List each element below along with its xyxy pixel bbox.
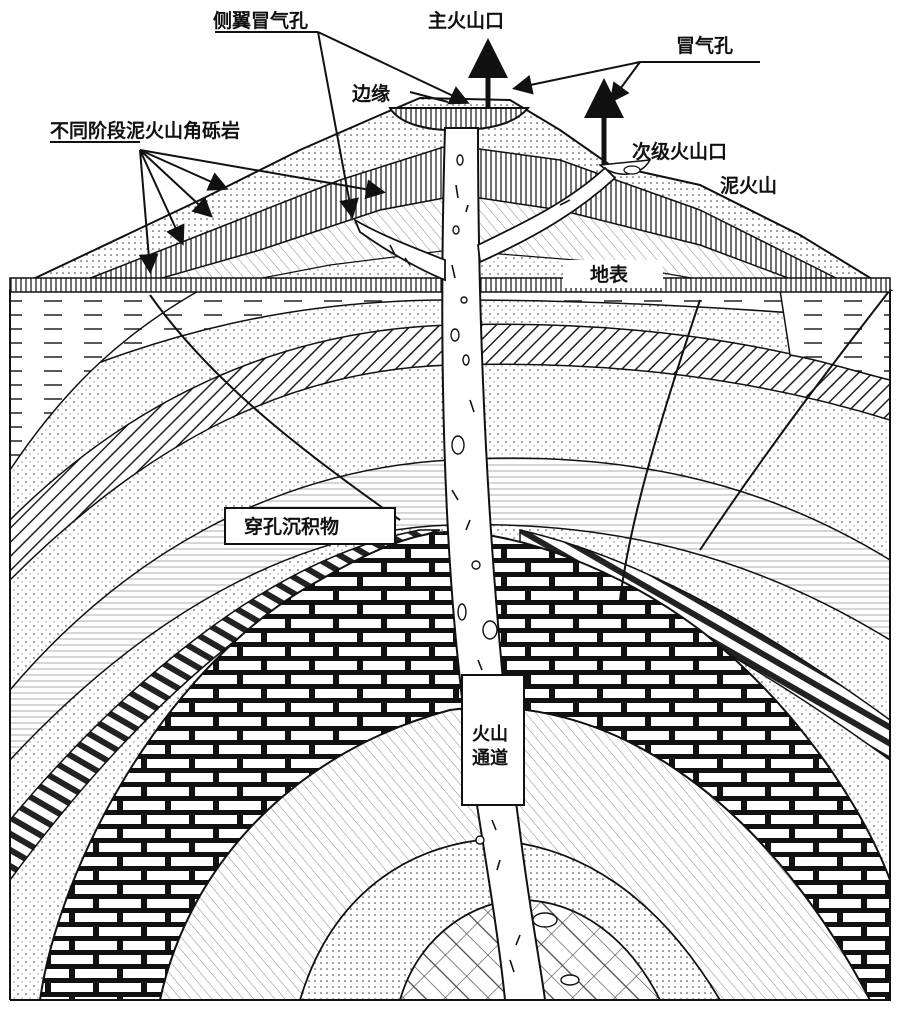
label-main-crater: 主火山口: [428, 10, 504, 32]
fault-line-left: [149, 294, 401, 521]
conduit-branch-right: [477, 166, 617, 264]
label-conduit-line1: 火山: [472, 724, 508, 745]
label-conduit-line2: 通道: [472, 747, 508, 769]
label-rim: 边缘: [351, 83, 390, 105]
label-lateral-vent: 侧翼冒气孔: [213, 9, 308, 32]
fault-line-right: [619, 299, 701, 601]
conduit-label-box: [461, 674, 525, 806]
conduit-clasts: [450, 154, 580, 986]
surface-label-box: [563, 260, 663, 288]
label-mud-volcano: 泥火山: [720, 175, 777, 197]
label-vent: 冒气孔: [676, 34, 733, 57]
label-piercement-sediment: 穿孔沉积物: [244, 515, 339, 538]
label-breccia: 不同阶段泥火山角砾岩: [50, 119, 240, 142]
stripe-band: [9, 529, 441, 883]
left-dashed-wedge: [9, 289, 203, 473]
label-secondary-crater: 次级火山口: [632, 140, 727, 163]
fault-line-right-2: [699, 289, 891, 551]
conduit-branch-left: [353, 217, 446, 282]
diagram-labels: 侧翼冒气孔 主火山口 冒气孔 边缘 不同阶段泥火山角砾岩 次级火山口 泥火山 地…: [50, 9, 777, 806]
label-surface: 地表: [590, 263, 629, 286]
piercement-label-box: [224, 507, 396, 545]
conduit-fragments: [389, 184, 571, 973]
leader-lines: [50, 31, 760, 274]
